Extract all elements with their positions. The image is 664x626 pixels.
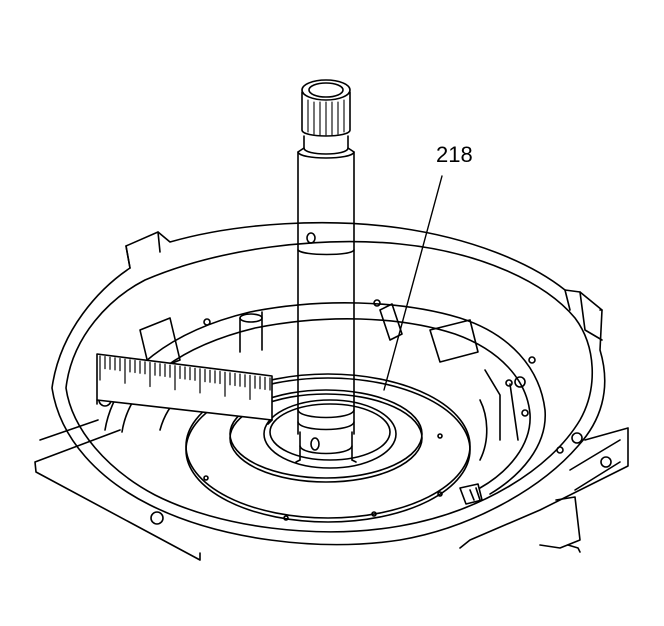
clutch-housing [104, 299, 546, 505]
input-shaft [295, 79, 357, 463]
callout-leader [383, 175, 443, 391]
base-plate-left [34, 419, 201, 561]
measuring-scale [96, 353, 273, 425]
base-plate-right [459, 427, 629, 553]
transmission-case [51, 221, 606, 546]
callout-label-218: 218 [436, 142, 473, 167]
